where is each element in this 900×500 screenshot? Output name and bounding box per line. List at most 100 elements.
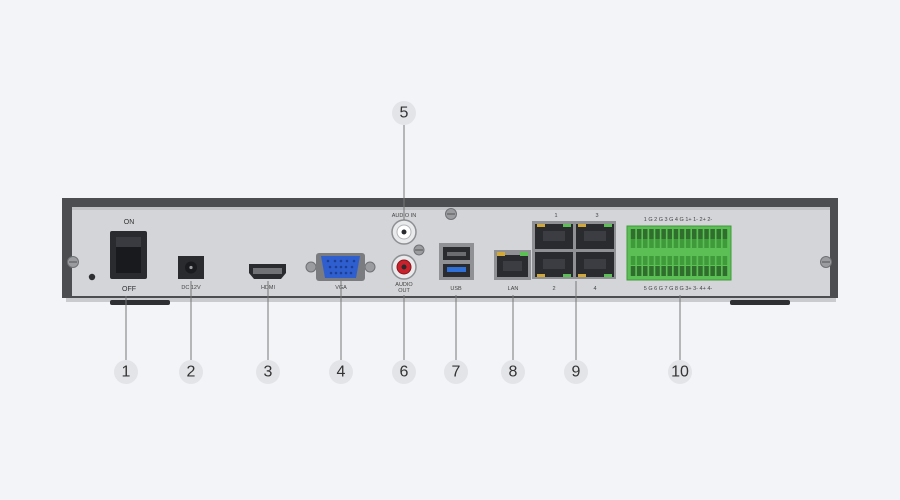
terminal-pin-slot xyxy=(643,256,648,265)
foot-right xyxy=(730,300,790,305)
terminal-pin-slot xyxy=(643,266,648,276)
terminal-pin-slot xyxy=(643,229,648,239)
svg-text:2: 2 xyxy=(187,364,196,381)
terminal-pin-slot xyxy=(673,239,679,248)
audio-out-label-2: OUT xyxy=(398,288,410,294)
terminal-pin-slot xyxy=(655,256,660,265)
terminal-pin-slot xyxy=(704,266,709,276)
poe-port-3 xyxy=(576,224,614,249)
terminal-pin-slot xyxy=(661,256,666,265)
terminal-pin-slot xyxy=(716,229,721,239)
terminal-pin-slot xyxy=(630,266,636,276)
terminal-pin-slot xyxy=(692,239,697,248)
callout-1: 1 xyxy=(114,360,138,384)
audio-out-label-1: AUDIO xyxy=(395,282,413,288)
terminal-pin-slot xyxy=(630,256,636,265)
terminal-pin-slot xyxy=(716,266,721,276)
svg-text:1: 1 xyxy=(122,364,131,381)
terminal-pins xyxy=(630,229,728,276)
svg-text:5: 5 xyxy=(400,105,409,122)
terminal-pin-slot xyxy=(710,266,715,276)
terminal-pin-slot xyxy=(630,229,636,239)
power-switch: ON OFF xyxy=(110,219,147,293)
screw-icon xyxy=(820,256,832,268)
callout-9: 9 xyxy=(564,360,588,384)
callout-4: 4 xyxy=(329,360,353,384)
terminal-pin-slot xyxy=(716,239,721,248)
switch-off-label: OFF xyxy=(122,286,136,293)
poe-label-1: 1 xyxy=(554,213,557,219)
svg-text:4: 4 xyxy=(337,364,346,381)
svg-text:7: 7 xyxy=(452,364,461,381)
poe-ports: 1 3 2 4 xyxy=(532,213,616,292)
terminal-pin-slot xyxy=(692,266,697,276)
poe-port-1 xyxy=(535,224,573,249)
svg-text:10: 10 xyxy=(671,364,689,381)
terminal-pin-slot xyxy=(710,239,715,248)
audio-out-jack: AUDIO OUT xyxy=(391,254,417,294)
terminal-pin-slot xyxy=(704,256,709,265)
poe-label-2: 2 xyxy=(552,286,555,292)
terminal-pin-slot xyxy=(673,256,679,265)
terminal-pin-slot xyxy=(667,239,672,248)
terminal-pin-slot xyxy=(630,239,636,248)
terminal-pin-slot xyxy=(710,256,715,265)
terminal-pin-slot xyxy=(661,229,666,239)
callouts: 1 2 3 4 5 6 7 8 9 10 xyxy=(114,101,692,384)
usb-ports: USB xyxy=(439,243,474,292)
terminal-top-label: 1 G 2 G 3 G 4 G 1+ 1- 2+ 2- xyxy=(644,217,713,223)
terminal-pin-slot xyxy=(649,229,654,239)
terminal-pin-slot xyxy=(643,239,648,248)
terminal-pin-slot xyxy=(698,239,703,248)
terminal-pin-slot xyxy=(655,239,660,248)
terminal-pin-slot xyxy=(636,256,642,265)
terminal-pin-slot xyxy=(679,256,685,265)
alarm-terminal-block: 1 G 2 G 3 G 4 G 1+ 1- 2+ 2- 5 G 6 G 7 G … xyxy=(626,217,732,292)
terminal-pin-slot xyxy=(722,239,728,248)
callout-7: 7 xyxy=(444,360,468,384)
poe-label-3: 3 xyxy=(595,213,598,219)
screw-icon xyxy=(445,208,457,220)
terminal-pin-slot xyxy=(661,266,666,276)
terminal-pin-slot xyxy=(649,239,654,248)
terminal-pin-slot xyxy=(679,266,685,276)
terminal-pin-slot xyxy=(704,239,709,248)
reset-hole xyxy=(88,273,96,281)
terminal-pin-slot xyxy=(636,266,642,276)
terminal-pin-slot xyxy=(722,266,728,276)
svg-text:6: 6 xyxy=(400,364,409,381)
terminal-pin-slot xyxy=(704,229,709,239)
terminal-pin-slot xyxy=(685,256,691,265)
terminal-pin-slot xyxy=(667,266,672,276)
poe-label-4: 4 xyxy=(593,286,596,292)
callout-2: 2 xyxy=(179,360,203,384)
terminal-pin-slot xyxy=(710,229,715,239)
callout-8: 8 xyxy=(501,360,525,384)
screw-icon xyxy=(67,256,79,268)
terminal-pin-slot xyxy=(667,229,672,239)
foot-left xyxy=(110,300,170,305)
svg-text:9: 9 xyxy=(572,364,581,381)
terminal-pin-slot xyxy=(698,229,703,239)
terminal-pin-slot xyxy=(636,239,642,248)
svg-text:3: 3 xyxy=(264,364,273,381)
terminal-pin-slot xyxy=(679,239,685,248)
terminal-pin-slot xyxy=(685,266,691,276)
lan-port: LAN xyxy=(494,250,531,292)
poe-port-4 xyxy=(576,252,614,277)
terminal-pin-slot xyxy=(673,266,679,276)
terminal-pin-slot xyxy=(692,256,697,265)
terminal-pin-slot xyxy=(679,229,685,239)
terminal-pin-slot xyxy=(655,266,660,276)
terminal-pin-slot xyxy=(716,256,721,265)
terminal-pin-slot xyxy=(685,229,691,239)
terminal-pin-slot xyxy=(636,229,642,239)
poe-port-2 xyxy=(535,252,573,277)
terminal-pin-slot xyxy=(661,239,666,248)
callout-5: 5 xyxy=(392,101,416,125)
svg-text:8: 8 xyxy=(509,364,518,381)
terminal-pin-slot xyxy=(722,256,728,265)
terminal-pin-slot xyxy=(667,256,672,265)
ground-screw-icon xyxy=(413,244,425,256)
